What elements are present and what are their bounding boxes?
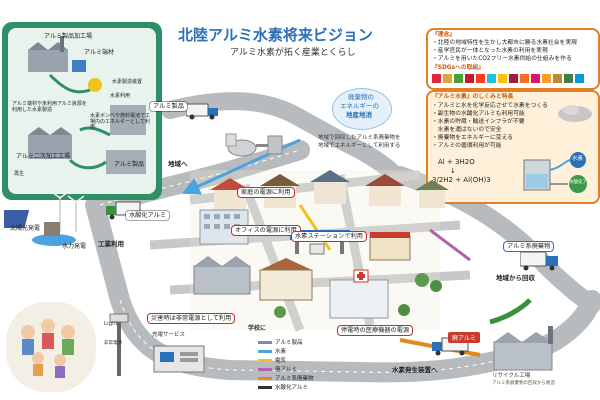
energy-circle-line-3: 地産地消	[346, 111, 372, 119]
mechanism-item-2: ・副生物の水酸化アルミも利用可能	[432, 111, 525, 117]
legend: アルミ製品水素電気廃アルミアルミ系廃棄物水酸化アルミ	[258, 338, 330, 396]
reaction-reactants: Al + 3H2O	[438, 158, 475, 166]
reaction-apparatus	[523, 152, 587, 193]
label-alu-scrap: アルミ端材	[84, 49, 114, 56]
concept-panel: 『理念』 ・北陸の地域特性を生かし大都市に勝る水素社会を実現 ・産学官民が一体と…	[426, 28, 600, 90]
legend-label: 水酸化アルミ	[275, 385, 308, 391]
cookware	[225, 133, 283, 157]
concept-item-1: ・北陸の地域特性を生かし大都市に勝る水素社会を実現	[432, 40, 577, 46]
legend-swatch	[258, 385, 272, 389]
mechanism-item-6: ・アルミの循環利用が可能	[432, 143, 502, 149]
truck-waste-label: アルミ系廃棄物	[504, 242, 554, 252]
label-recycle-caption: アルミ系廃棄物の回収から製造	[492, 381, 555, 386]
mechanism-item-3: ・水素の貯蔵・輸送インフラが不要	[432, 119, 525, 125]
truck-aluminum-label: アルミ製品	[150, 102, 187, 112]
label-h2-use: 水素利用	[110, 93, 131, 99]
mechanism-item-5: ・廃棄物をエネルギーに変える	[432, 135, 513, 141]
label-to-school: 学校に	[248, 325, 267, 332]
label-h2-cylinder: 水素ボンベや燃料電池で工場内のエネルギーとして利用	[90, 113, 151, 130]
truck-aluminum	[186, 103, 218, 120]
label-alu-product: アルミ製品	[114, 161, 144, 168]
sdgs-icons	[432, 74, 584, 83]
legend-swatch	[258, 340, 272, 344]
legend-label: アルミ製品	[275, 340, 303, 346]
factory-cycle-panel: アルミ製品加工場 アルミ端材 水素製造装置 アルミ端材や未利用アルミ資源を利用し…	[2, 22, 162, 200]
factory-illustrations	[28, 36, 146, 174]
label-charging-service: 充電サービス	[152, 332, 186, 338]
mechanism-heading: 『アルミ水素』のしくみと特長	[432, 94, 514, 100]
label-solar: 太陽光発電	[10, 225, 41, 232]
legend-swatch	[258, 367, 272, 371]
recycle-factory	[493, 326, 553, 371]
energy-circle-line-1: 廃棄物の	[348, 93, 374, 101]
legend-item: アルミ製品	[258, 338, 302, 346]
hydrogen-badge: 水素	[572, 156, 584, 162]
legend-swatch	[258, 376, 272, 380]
label-recycle: 再生	[14, 171, 25, 177]
legend-swatch	[258, 349, 272, 353]
truck-hydroxide-label: 水酸化アルミ	[126, 211, 170, 221]
label-medical-power: 停電時の医療機器の電源	[338, 326, 413, 336]
reaction-arrow: ↓	[450, 167, 456, 175]
page-subtitle: アルミ水素が拓く産業とくらし	[230, 48, 356, 58]
truck-hydrogen-label: 廃アルミ	[448, 332, 480, 343]
legend-item: 水酸化アルミ	[258, 383, 308, 391]
byproduct-badge: 水酸化アルミ	[569, 180, 596, 185]
label-emergency-power: 災害時は非常電源として利用	[148, 314, 235, 324]
label-collect-region: 地域から回収	[496, 274, 535, 282]
waste-caption-2: 地域でエネルギーとして利用する	[318, 143, 401, 149]
label-house-power: 家庭の電源に利用	[238, 188, 294, 198]
concept-item-2: ・産学官民が一体となった水素の利用を実現	[432, 48, 548, 54]
light-tower	[109, 313, 129, 376]
label-hydrogen-station: 水素ステーションで利用	[292, 232, 366, 242]
legend-item: 電気	[258, 356, 286, 364]
legend-swatch	[258, 358, 272, 362]
label-emergency-source: 非常電源	[104, 341, 122, 346]
legend-label: 水素	[275, 349, 287, 355]
legend-item: 水素	[258, 347, 286, 355]
page-title: 北陸アルミ水素将来ビジョン	[178, 26, 373, 44]
label-secondary-factory: アルミ二次加工工場	[16, 153, 70, 160]
label-industrial-use: 工業利用	[98, 240, 124, 248]
local-energy-badge	[332, 88, 392, 130]
mechanism-item-1: ・アルミと水を化学反応させて水素をつくる	[432, 103, 548, 109]
concept-item-3: ・アルミを用いたCO2フリー水素供給の仕組みを作る	[432, 56, 572, 62]
label-hydro: 水力発電	[62, 243, 87, 250]
label-recycle-factory: リサイクル工場	[492, 373, 531, 379]
label-to-region: 地域へ	[168, 160, 188, 168]
town-buildings	[193, 170, 449, 319]
legend-label: 電気	[275, 358, 287, 364]
charging-unit	[153, 345, 205, 373]
label-h2-production: アルミ端材や未利用アルミ資源を利用した水素製造	[12, 101, 87, 113]
sdgs-heading: 『SDGsへの取組』	[432, 65, 484, 71]
reaction-products: 3/2H2 + Al(OH)3	[432, 176, 491, 184]
legend-label: 廃アルミ	[275, 367, 297, 373]
label-product-factory: アルミ製品加工場	[44, 33, 92, 40]
mechanism-item-4: 水素を運ばないので安全	[432, 127, 502, 133]
scrap-pile	[558, 105, 592, 122]
label-office-power: オフィスの電源に利用	[232, 226, 300, 236]
label-light: Light	[104, 321, 118, 327]
evacuation-scene	[6, 302, 96, 392]
mechanism-panel: 『アルミ水素』のしくみと特長 ・アルミと水を化学反応させて水素をつくる ・副生物…	[426, 90, 600, 204]
concept-heading: 『理念』	[432, 32, 456, 38]
renewable-energy	[4, 192, 85, 246]
label-h2-device: 水素製造装置	[112, 79, 143, 85]
waste-caption-1: 地域で回収したアルミ系廃棄物を	[318, 135, 401, 141]
truck-waste	[520, 251, 558, 271]
legend-item: 廃アルミ	[258, 365, 297, 373]
legend-item: アルミ系廃棄物	[258, 374, 313, 382]
label-to-hydrogen-site: 水素発生装置へ	[392, 366, 438, 374]
energy-circle-line-2: エネルギーの	[340, 102, 379, 110]
legend-label: アルミ系廃棄物	[275, 376, 314, 382]
